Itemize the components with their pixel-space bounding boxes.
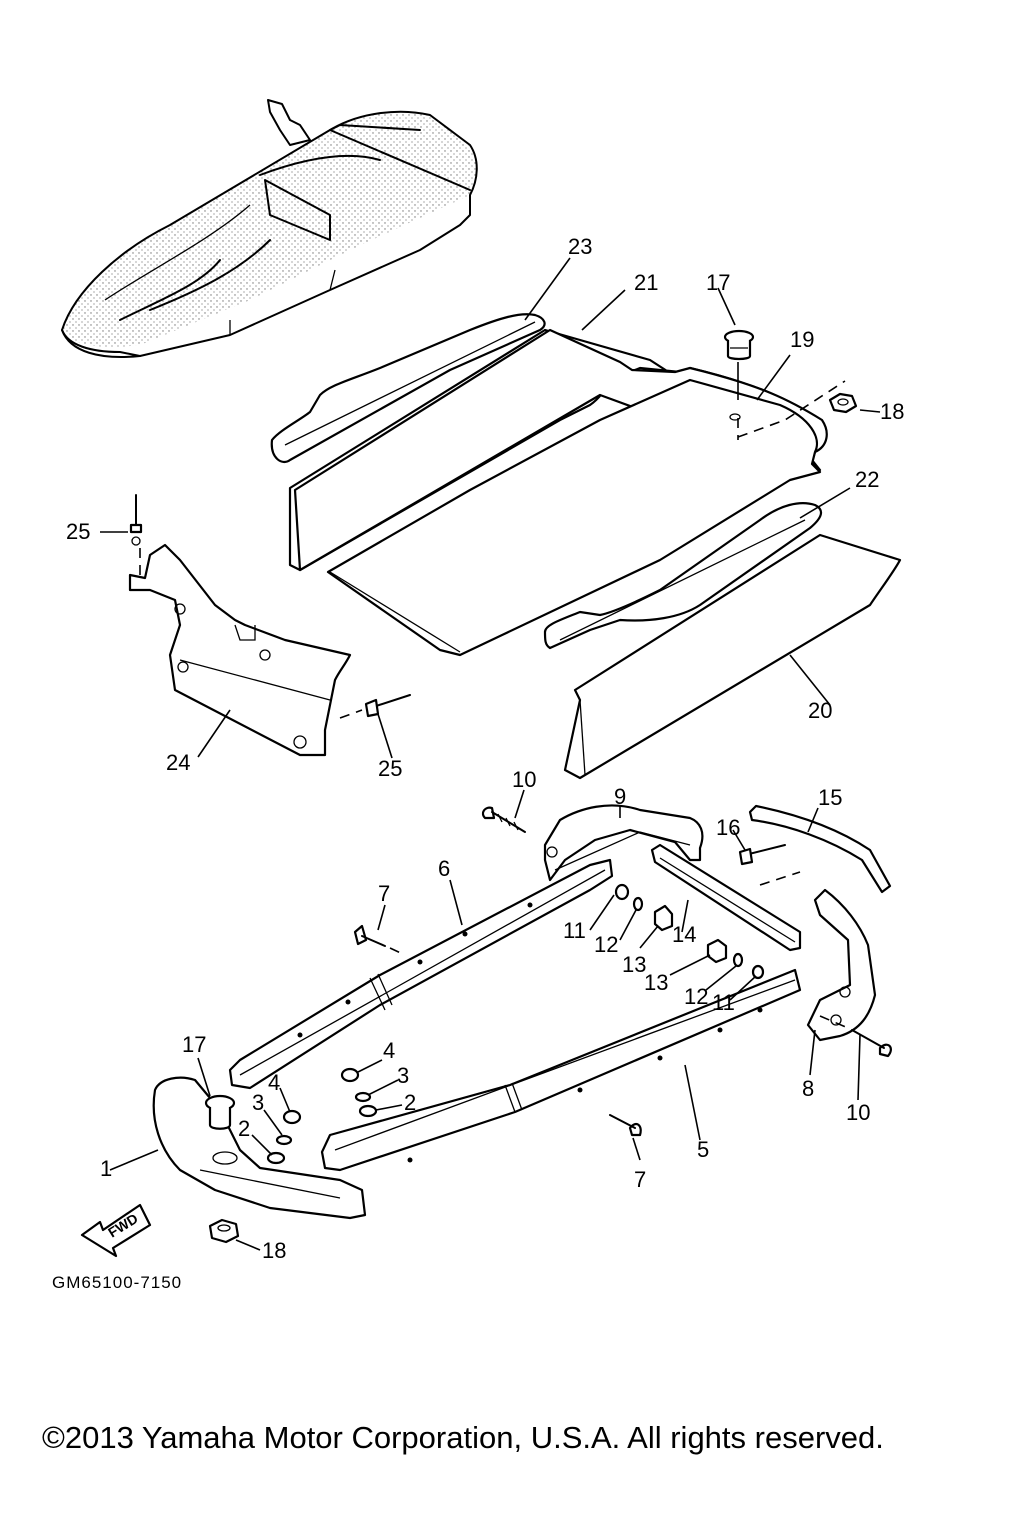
part-6-rail xyxy=(228,858,614,1090)
callout-15: 15 xyxy=(818,785,842,810)
callout-3-left: 3 xyxy=(252,1090,264,1115)
callout-20: 20 xyxy=(808,698,832,723)
callout-10-upper: 10 xyxy=(512,767,536,792)
part-9-bracket xyxy=(543,804,704,882)
callout-7-upper: 7 xyxy=(378,881,390,906)
callout-4-left: 4 xyxy=(268,1070,280,1095)
plug-17-upper xyxy=(723,329,755,361)
bolt-7-upper xyxy=(353,924,406,956)
callout-17-lower: 17 xyxy=(182,1032,206,1057)
callout-2-right: 2 xyxy=(404,1090,416,1115)
callout-19: 19 xyxy=(790,327,814,352)
watercraft-overview xyxy=(61,99,478,358)
part-8-bumper xyxy=(806,888,877,1042)
nut-18-upper xyxy=(828,392,858,414)
leader-lines xyxy=(100,257,881,1251)
callout-25-lower: 25 xyxy=(378,756,402,781)
bolt-10-upper xyxy=(481,806,526,833)
callout-13-upper: 13 xyxy=(622,952,646,977)
part-24-bracket xyxy=(128,543,363,757)
callout-23: 23 xyxy=(568,234,592,259)
callout-6: 6 xyxy=(438,856,450,881)
callout-13-lower: 13 xyxy=(644,970,668,995)
callout-22: 22 xyxy=(855,467,879,492)
callout-9: 9 xyxy=(614,784,626,809)
callout-7-lower: 7 xyxy=(634,1167,646,1192)
callout-4-right: 4 xyxy=(383,1038,395,1063)
diagram-code: GM65100-7150 xyxy=(52,1273,182,1292)
callout-5: 5 xyxy=(697,1137,709,1162)
fwd-arrow: FWD xyxy=(80,1203,152,1258)
rivet-25-lower xyxy=(364,694,411,718)
part-20-side-mat xyxy=(563,533,902,780)
callout-12-upper: 12 xyxy=(594,932,618,957)
callout-3-right: 3 xyxy=(397,1063,409,1088)
part-19-panel xyxy=(326,354,846,657)
callout-2-left: 2 xyxy=(238,1116,250,1141)
callout-1: 1 xyxy=(100,1156,112,1181)
callout-17-upper: 17 xyxy=(706,270,730,295)
callout-14: 14 xyxy=(672,922,696,947)
callout-11-upper: 11 xyxy=(563,918,586,943)
callout-16: 16 xyxy=(716,815,740,840)
rivet-16 xyxy=(738,844,801,886)
part-14-rail xyxy=(650,843,802,952)
nut-18-lower xyxy=(208,1218,240,1244)
callout-21: 21 xyxy=(634,270,658,295)
callout-12-lower: 12 xyxy=(684,984,708,1009)
bolt-7-lower xyxy=(609,1114,642,1137)
part-5-rail xyxy=(320,968,802,1172)
hardware-2-3-4 xyxy=(266,1067,378,1165)
callouts: 23 21 17 19 18 22 25 20 24 25 10 9 15 16… xyxy=(66,234,904,1263)
plug-17-lower xyxy=(204,1094,236,1130)
part-15-strip xyxy=(748,804,892,894)
copyright-notice: ©2013 Yamaha Motor Corporation, U.S.A. A… xyxy=(42,1420,884,1455)
part-1-bumper xyxy=(152,1076,367,1220)
part-23-mat-strip xyxy=(270,313,546,464)
callout-10-lower: 10 xyxy=(846,1100,870,1125)
callout-24: 24 xyxy=(166,750,190,775)
bolt-10-lower xyxy=(819,1015,892,1058)
callout-11-lower: 11 xyxy=(712,990,735,1015)
callout-18-lower: 18 xyxy=(262,1238,286,1263)
rivet-25-upper xyxy=(129,494,143,546)
callout-25-upper: 25 xyxy=(66,519,90,544)
callout-8: 8 xyxy=(802,1076,814,1101)
callout-18-upper: 18 xyxy=(880,399,904,424)
part-22-mat-strip xyxy=(543,502,823,650)
